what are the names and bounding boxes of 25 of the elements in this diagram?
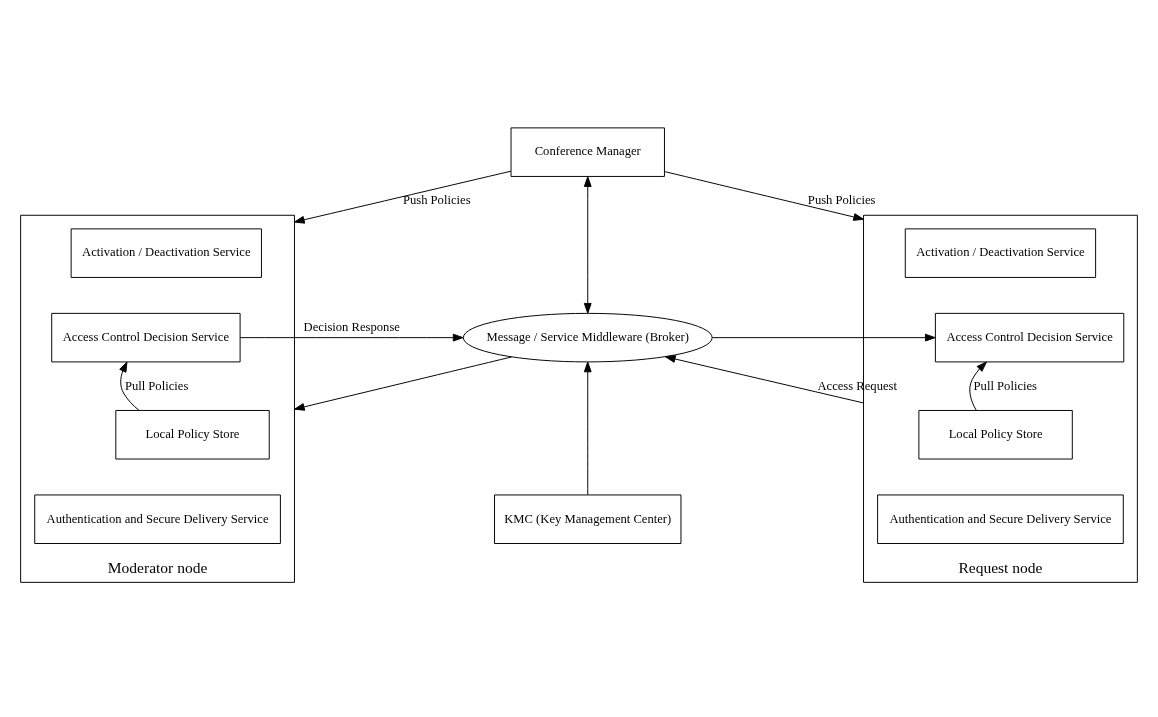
node-box: Conference Manager xyxy=(510,126,665,177)
arrow xyxy=(969,361,987,411)
arrow xyxy=(294,355,513,411)
edge-label: Push Policies xyxy=(402,192,471,207)
arrow xyxy=(239,333,464,342)
edge-label: Pull Policies xyxy=(124,377,189,392)
node-box: KMC (Key Management Center) xyxy=(494,493,682,544)
arrow xyxy=(119,361,140,411)
arrow xyxy=(294,170,512,224)
node-box: Local Policy Store xyxy=(115,409,270,459)
arrow xyxy=(664,170,864,221)
node-box: Local Policy Store xyxy=(918,409,1073,459)
edge-label: Push Policies xyxy=(807,192,876,207)
node-box: Authentication and Secure Delivery Service xyxy=(34,493,281,544)
node-box: Activation / Deactivation Service xyxy=(70,227,262,278)
arrow xyxy=(583,361,592,495)
node-box: Access Control Decision Service xyxy=(51,312,241,362)
arrow xyxy=(664,354,864,403)
edge-label: Decision Response xyxy=(303,319,400,334)
edge-label: Pull Policies xyxy=(973,377,1037,392)
node-box: Activation / Deactivation Service xyxy=(904,227,1097,278)
arrow xyxy=(711,333,936,342)
node-box: Authentication and Secure Delivery Service xyxy=(877,493,1124,544)
node-box: Access Control Decision Service xyxy=(934,312,1125,362)
arrow xyxy=(583,175,592,314)
